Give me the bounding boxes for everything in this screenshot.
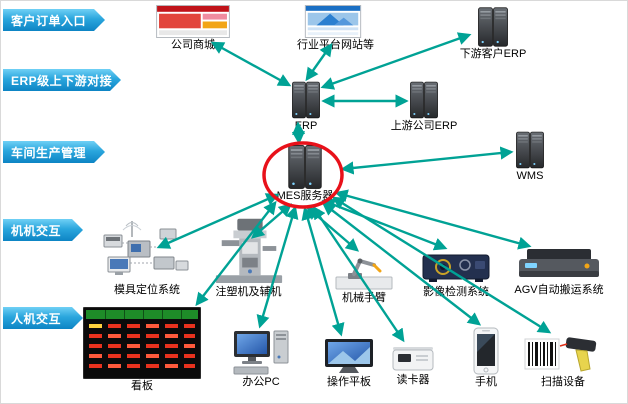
- kanban-board-icon: [83, 307, 201, 379]
- node-scanner-device: 扫描设备: [521, 335, 605, 389]
- mes-server-label: MES服务器: [276, 190, 334, 202]
- server-icon: [478, 7, 508, 47]
- ribbon-human-machine-interaction: 人机交互: [3, 307, 83, 329]
- ribbon-label: 机机交互: [11, 223, 62, 238]
- node-injection-molding-machines: 注塑机及辅机: [206, 211, 291, 299]
- website-red-icon: [155, 5, 231, 38]
- desktop-pc-icon: [232, 329, 290, 375]
- wms-label: WMS: [516, 170, 544, 182]
- node-robotic-arm: 机械手臂: [331, 251, 397, 305]
- card-reader-label: 读卡器: [396, 374, 430, 386]
- node-vision-inspection-system: 影像检测系统: [416, 249, 496, 299]
- node-erp: ERP: [271, 81, 341, 133]
- node-card-reader: 读卡器: [385, 343, 441, 387]
- website-blue-icon: [304, 5, 362, 38]
- office-pc-label: 办公PC: [242, 376, 280, 388]
- company-mall-label: 公司商城: [171, 39, 215, 51]
- node-office-pc: 办公PC: [229, 329, 293, 389]
- server-icon: [288, 145, 322, 189]
- industry-platform-label: 行业平台网站等: [297, 39, 374, 51]
- card-reader-icon: [392, 343, 434, 373]
- node-mobile-phone: 手机: [463, 327, 509, 389]
- kanban-board-label: 看板: [131, 380, 153, 392]
- ribbon-workshop-production: 车间生产管理: [3, 141, 105, 163]
- mold-positioning-system-label: 模具定位系统: [114, 284, 180, 296]
- node-downstream-customer-erp: 下游客户ERP: [453, 7, 533, 61]
- node-mes-server: MES服务器: [269, 145, 341, 203]
- agv-system-label: AGV自动搬运系统: [514, 284, 604, 296]
- ribbon-label: 人机交互: [11, 311, 62, 326]
- agv-icon: [517, 245, 602, 283]
- operation-tablet-label: 操作平板: [327, 376, 371, 388]
- robot-arm-icon: [334, 251, 394, 291]
- mobile-phone-label: 手机: [475, 376, 497, 388]
- node-operation-tablet: 操作平板: [319, 337, 379, 389]
- ribbon-erp-updown-docking: ERP级上下游对接: [3, 69, 121, 91]
- phone-icon: [469, 327, 503, 375]
- upstream-company-erp-label: 上游公司ERP: [390, 120, 458, 132]
- node-wms: WMS: [499, 131, 561, 183]
- ribbon-machine-machine-interaction: 机机交互: [3, 219, 83, 241]
- ribbon-customer-order-entry: 客户订单入口: [3, 9, 105, 31]
- erp-label: ERP: [294, 120, 318, 132]
- barcode-scanner-icon: [524, 335, 602, 375]
- vision-inspection-system-label: 影像检测系统: [423, 286, 489, 298]
- ribbon-label: 客户订单入口: [11, 13, 87, 28]
- injection-molding-machines-label: 注塑机及辅机: [215, 286, 282, 298]
- tablet-icon: [323, 337, 375, 375]
- node-company-mall: 公司商城: [151, 5, 235, 52]
- node-industry-platform: 行业平台网站等: [297, 5, 374, 52]
- mold-system-icon: [102, 217, 192, 283]
- robotic-arm-label: 机械手臂: [342, 292, 386, 304]
- server-icon: [292, 81, 320, 119]
- node-agv-system: AGV自动搬运系统: [509, 245, 609, 297]
- server-icon: [410, 81, 438, 119]
- node-mold-positioning-system: 模具定位系统: [99, 217, 195, 297]
- server-icon: [516, 131, 544, 169]
- node-upstream-company-erp: 上游公司ERP: [386, 81, 462, 133]
- node-kanban-board: 看板: [81, 307, 203, 393]
- ribbon-label: ERP级上下游对接: [11, 73, 113, 88]
- ribbon-label: 车间生产管理: [11, 145, 87, 160]
- injection-machine-icon: [213, 211, 285, 285]
- scanner-device-label: 扫描设备: [541, 376, 585, 388]
- vision-system-icon: [421, 249, 491, 285]
- downstream-customer-erp-label: 下游客户ERP: [459, 48, 527, 60]
